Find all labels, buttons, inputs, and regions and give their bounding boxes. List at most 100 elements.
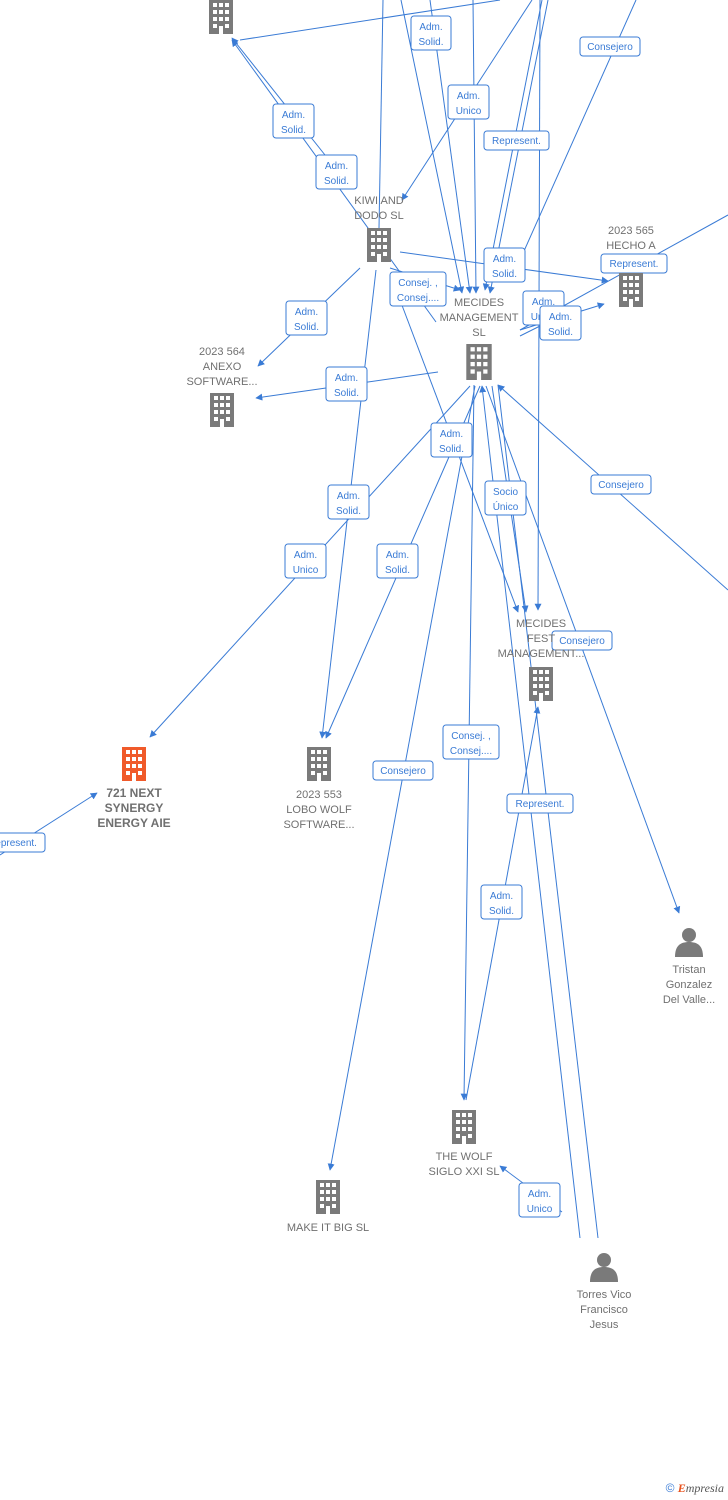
edge-role-text: Represent.: [610, 259, 659, 270]
building-icon[interactable]: [209, 0, 233, 34]
node-label: HECHO A: [606, 240, 656, 252]
edge-role-label[interactable]: Adm.Unico: [447, 84, 490, 120]
edge-role-label[interactable]: Adm. Solid.: [410, 15, 452, 51]
empresia-logo[interactable]: Empresia: [677, 1481, 724, 1495]
node-label: Jesus: [590, 1319, 619, 1331]
node-label: Del Valle...: [663, 994, 715, 1006]
node-label: 721 NEXT: [106, 786, 162, 800]
edge-role-label[interactable]: Adm. Solid.: [315, 154, 358, 190]
edge-role-text: Adm.: [325, 161, 348, 172]
edge-role-label[interactable]: Represent.: [483, 130, 550, 151]
edge-role-label[interactable]: Represent.: [0, 832, 46, 853]
edge-role-label[interactable]: Adm.Solid.: [272, 103, 315, 139]
node-label: SOFTWARE...: [283, 819, 354, 831]
edge-role-label[interactable]: Consej. ,Consej....: [442, 724, 500, 760]
edge-role-label[interactable]: Adm. Solid.: [325, 366, 368, 402]
edge-role-label[interactable]: Consejero: [590, 474, 652, 495]
node-a564[interactable]: 2023 564ANEXOSOFTWARE...: [186, 346, 258, 427]
edge-role-label[interactable]: Consejero: [372, 760, 434, 781]
node-top[interactable]: [209, 0, 233, 34]
edge-role-label[interactable]: Adm.Solid.: [376, 543, 419, 579]
edge-role-text: Adm.: [532, 297, 555, 308]
building-icon[interactable]: [529, 667, 553, 701]
edge-role-text: Adm.: [490, 891, 513, 902]
node-kiwi[interactable]: KIWI AND DODO SL: [354, 195, 404, 262]
edge-role-text: Represent.: [516, 799, 565, 810]
edge-role-text: Consejero: [380, 766, 426, 777]
edge-role-label[interactable]: Adm.Unico: [518, 1182, 561, 1218]
edge-role-text: Solid.: [418, 37, 443, 48]
edge-role-text: Solid.: [334, 388, 359, 399]
edge-role-text: Consejero: [559, 636, 605, 647]
building-icon[interactable]: [452, 1110, 476, 1144]
edge-role-label[interactable]: Adm.Solid.: [480, 884, 523, 920]
edge-role-text: Adm.: [528, 1189, 551, 1200]
edge-role-label[interactable]: Adm.Unico: [284, 543, 327, 579]
edge-role-text: Adm.: [419, 22, 442, 33]
edge-role-text: Consej....: [397, 293, 439, 304]
edge-role-text: Unico: [456, 106, 482, 117]
edge-role-text: Adm.: [386, 550, 409, 561]
node-label: MECIDES: [454, 297, 504, 309]
edge-role-label[interactable]: Represent.: [506, 793, 574, 814]
relationship-edge: [239, 0, 501, 41]
edge-role-label[interactable]: Consejero: [579, 36, 641, 57]
edge-role-text: Solid.: [548, 327, 573, 338]
building-icon[interactable]: [367, 228, 391, 262]
edge-role-label[interactable]: Adm.Solid.: [539, 305, 582, 341]
edge-role-text: Adm.: [294, 550, 317, 561]
edges: [0, 0, 728, 1239]
edge-role-text: Único: [493, 500, 519, 513]
node-label: DODO SL: [354, 210, 404, 222]
building-icon[interactable]: [122, 747, 146, 781]
edge-role-text: Solid.: [492, 269, 517, 280]
edge-role-text: Consejero: [587, 42, 633, 53]
node-fest[interactable]: MECIDESFESTMANAGEMENT...: [498, 618, 585, 701]
building-icon[interactable]: [316, 1180, 340, 1214]
building-icon[interactable]: [210, 393, 234, 427]
edge-role-text: Represent.: [0, 838, 37, 849]
edge-role-label[interactable]: Adm.Solid.: [483, 247, 526, 283]
node-label: MANAGEMENT...: [498, 648, 585, 660]
node-label: MAKE IT BIG SL: [287, 1222, 369, 1234]
relationship-edge: [378, 0, 384, 229]
node-label: SIGLO XXI SL: [429, 1166, 500, 1178]
edge-role-text: Consej. ,: [398, 278, 437, 289]
edge-role-label[interactable]: Consej. , Consej....: [389, 271, 447, 307]
edge-role-text: Solid.: [324, 176, 349, 187]
edge-role-label[interactable]: Adm.Solid.: [285, 300, 328, 336]
building-icon[interactable]: [307, 747, 331, 781]
node-label: Torres Vico: [577, 1289, 632, 1301]
building-icon[interactable]: [466, 344, 492, 380]
copyright-notice: © Empresia: [666, 1481, 724, 1496]
person-icon[interactable]: [675, 928, 703, 957]
edge-role-label[interactable]: Represent.: [600, 253, 668, 274]
edge-role-label[interactable]: Adm.Solid.: [327, 484, 370, 520]
node-label: 2023 553: [296, 789, 342, 801]
person-icon[interactable]: [590, 1253, 618, 1282]
node-label: 2023 564: [199, 346, 245, 358]
node-label: KIWI AND: [354, 195, 404, 207]
edge-role-text: Adm.: [337, 491, 360, 502]
edge-role-text: Adm.: [335, 373, 358, 384]
edge-role-text: Consejero: [598, 480, 644, 491]
node-label: ANEXO: [203, 361, 242, 373]
edge-role-text: Consej....: [450, 746, 492, 757]
edge-labels: Adm.Solid.ConsejeroAdm.UnicoAdm.Solid.Re…: [0, 15, 668, 1218]
building-icon[interactable]: [619, 273, 643, 307]
node-label: 2023 565: [608, 225, 654, 237]
edge-role-label[interactable]: Adm.Solid.: [430, 422, 473, 458]
node-label: SL: [472, 327, 485, 339]
edge-role-label[interactable]: Consejero: [551, 630, 613, 651]
node-bigsl[interactable]: MAKE IT BIG SL: [287, 1180, 369, 1234]
